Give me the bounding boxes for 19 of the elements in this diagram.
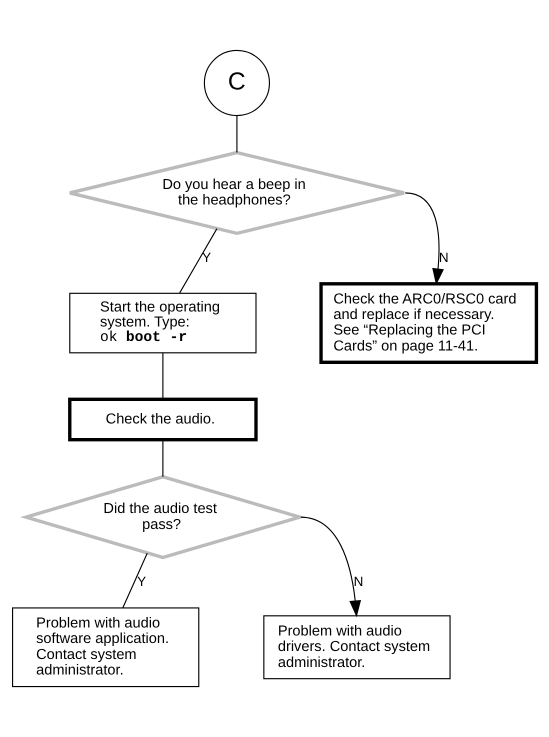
edge-label: Y xyxy=(202,250,212,266)
node-circle: C xyxy=(204,50,270,116)
arrow xyxy=(300,516,362,618)
connector xyxy=(162,440,164,477)
node-diamond: Did the audio test pass? xyxy=(20,475,306,560)
node-box: Problem with audio drivers. Contact system administrator. xyxy=(263,615,451,680)
connector xyxy=(162,352,164,400)
arrow xyxy=(405,192,444,286)
node-box: Check the audio. xyxy=(68,398,258,442)
edge-label: Y xyxy=(137,574,146,590)
connector xyxy=(122,552,148,608)
connector xyxy=(179,228,218,294)
node-box: Problem with audio software application. Contact system administrator. xyxy=(12,607,200,688)
node-diamond: Do you hear a beep in the headphones? xyxy=(68,150,406,236)
connector xyxy=(236,116,238,152)
edge-label: N xyxy=(438,250,449,266)
edge-label: N xyxy=(354,574,364,590)
node-box: Start the operating system. Type: ok boot -r xyxy=(69,292,257,354)
node-box: Check the ARC0/RSC0 card and replace if necessary. See “Replacing the PCI Cards” on page 11-41. xyxy=(319,282,538,364)
